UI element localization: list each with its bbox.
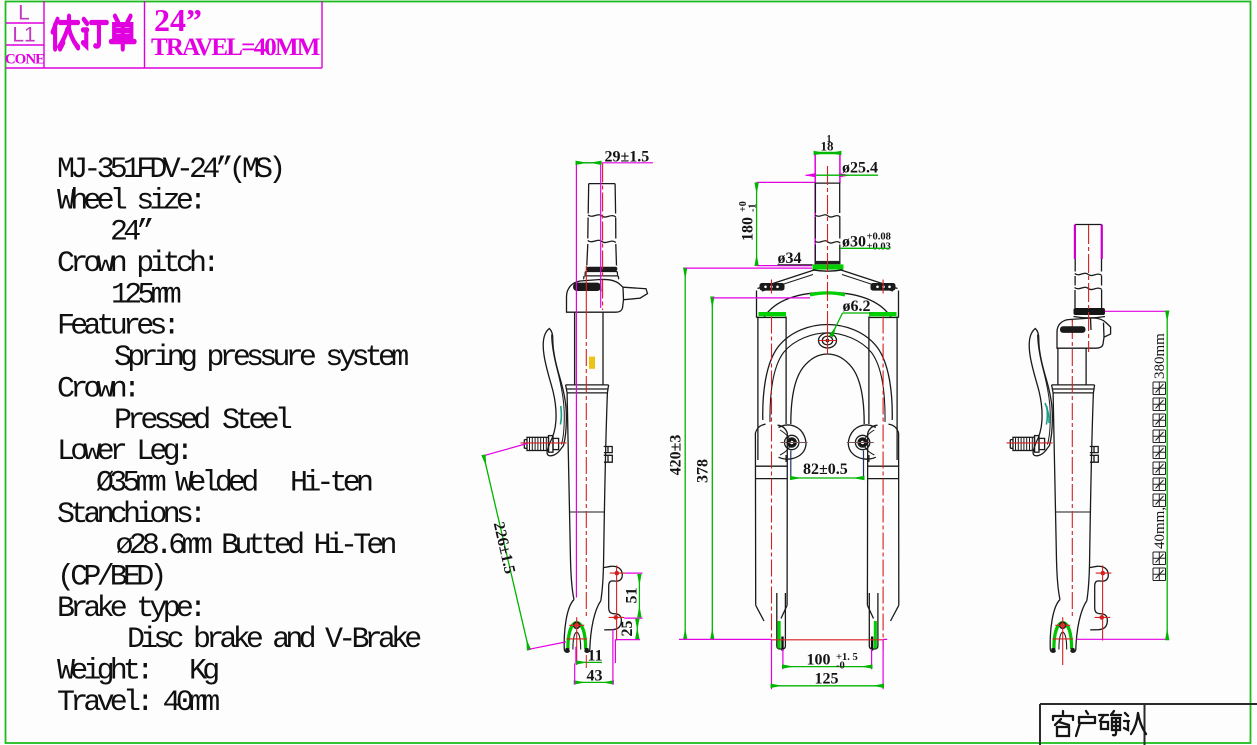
svg-text:Weight:: Weight:: [57, 655, 149, 689]
svg-text:Spring pressure system: Spring pressure system: [114, 341, 408, 375]
svg-text:Disc brake and V-Brake: Disc brake and V-Brake: [127, 623, 421, 657]
svg-text:125: 125: [815, 671, 839, 688]
svg-text:125mm: 125mm: [111, 278, 181, 312]
svg-text:+0: +0: [738, 201, 749, 212]
svg-text:Lower Leg:: Lower Leg:: [57, 435, 189, 469]
svg-text:25: 25: [619, 621, 636, 637]
svg-text:Brake type:: Brake type:: [57, 592, 202, 626]
svg-text:-1: -1: [748, 204, 759, 212]
svg-text:+0.08: +0.08: [867, 232, 891, 243]
svg-text:Travel: 40mm: Travel: 40mm: [57, 686, 219, 720]
svg-text:L: L: [18, 2, 30, 25]
svg-text:(CP/BED): (CP/BED): [57, 561, 163, 595]
svg-text:180: 180: [740, 217, 757, 241]
svg-text:51: 51: [624, 588, 641, 604]
svg-text:Wheel size:: Wheel size:: [57, 184, 202, 218]
svg-text:Crown pitch:: Crown pitch:: [57, 247, 215, 281]
svg-text:226±1.5: 226±1.5: [490, 520, 518, 575]
svg-text:82±0.5: 82±0.5: [803, 461, 848, 478]
svg-text:Pressed: Pressed: [114, 404, 209, 438]
svg-text:Steel: Steel: [222, 404, 292, 438]
svg-text:Crown:: Crown:: [57, 372, 136, 406]
svg-text:CONE: CONE: [5, 52, 45, 68]
svg-text:24”: 24”: [110, 216, 152, 250]
svg-text:100: 100: [807, 652, 831, 669]
svg-text:-0: -0: [836, 661, 845, 672]
svg-text:24”: 24”: [154, 2, 202, 38]
svg-text:420±3: 420±3: [668, 435, 685, 476]
svg-text:378: 378: [695, 459, 712, 483]
svg-text:Stanchions:: Stanchions:: [57, 498, 202, 532]
svg-text:40mm,: 40mm,: [1152, 507, 1168, 549]
svg-text:ø28.6mm Butted Hi-Ten: ø28.6mm Butted Hi-Ten: [116, 529, 396, 563]
svg-text:Hi-ten: Hi-ten: [290, 467, 372, 501]
svg-text:43: 43: [587, 667, 603, 684]
svg-text:29±1.5: 29±1.5: [605, 149, 650, 166]
svg-text:18: 18: [821, 139, 835, 154]
svg-text:Ø35mm Welded: Ø35mm Welded: [96, 467, 257, 501]
svg-text:ø6.2: ø6.2: [843, 298, 871, 315]
svg-text:ø30: ø30: [842, 234, 866, 251]
svg-text:L1: L1: [12, 24, 35, 47]
svg-text:Kg: Kg: [189, 655, 218, 689]
svg-text:11: 11: [588, 647, 603, 664]
svg-text:ø34: ø34: [778, 250, 802, 267]
svg-text:ø25.4: ø25.4: [842, 160, 878, 177]
svg-text:+0.03: +0.03: [867, 242, 891, 253]
svg-text:TRAVEL=40MM: TRAVEL=40MM: [151, 34, 320, 61]
svg-text:Features:: Features:: [57, 310, 176, 344]
svg-text:1: 1: [827, 134, 832, 145]
svg-text:MJ-351FDV-24”(MS): MJ-351FDV-24”(MS): [57, 153, 281, 187]
svg-text:380mm: 380mm: [1152, 333, 1168, 379]
svg-text:+1. 5: +1. 5: [836, 652, 858, 663]
